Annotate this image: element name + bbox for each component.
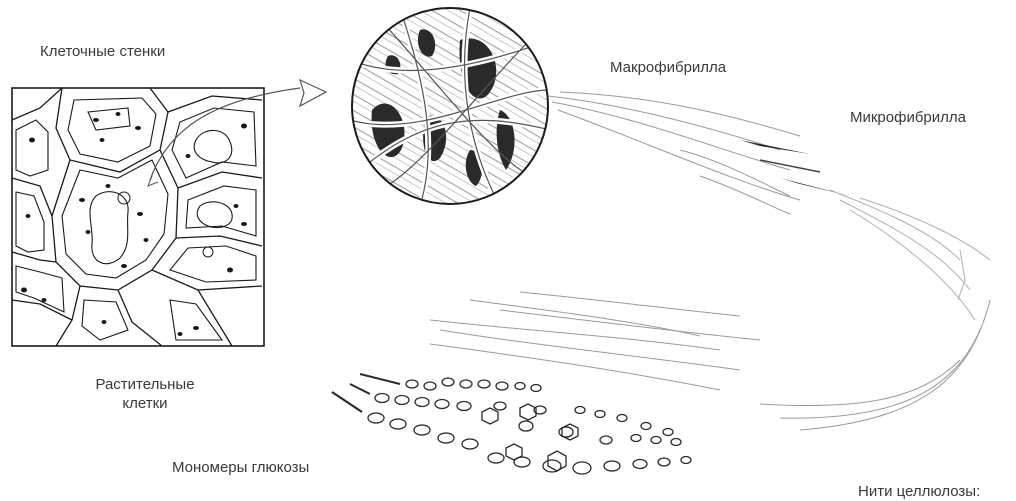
macrofibril-strands <box>548 92 800 214</box>
label-cell-walls: Клеточные стенки <box>40 42 165 61</box>
chloroplasts <box>21 112 247 336</box>
glucose-ring-row-2 <box>375 394 673 436</box>
label-microfibril: Микрофибрилла <box>850 108 966 127</box>
magnified-cell-wall <box>350 6 550 206</box>
cellulose-thread-lines <box>430 292 990 430</box>
microfibril-strands <box>740 140 990 320</box>
glucose-ring-row-1 <box>406 378 541 392</box>
label-macrofibril: Макрофибрилла <box>610 58 726 77</box>
label-cellulose-threads: Нити целлюлозы: <box>858 482 980 501</box>
cell-to-macro-arrow <box>148 80 326 186</box>
cell-nucleus <box>203 247 213 257</box>
glucose-ring-row-4 <box>488 453 691 474</box>
label-plant-cells: Растительные клетки <box>64 375 226 413</box>
glucose-monomer-chains <box>332 374 691 474</box>
label-glucose-monomers: Мономеры глюкозы <box>172 458 309 477</box>
label-plant-cells-line2: клетки <box>64 394 226 413</box>
label-plant-cells-line1: Растительные <box>64 375 226 394</box>
plant-cells-panel <box>12 88 264 346</box>
